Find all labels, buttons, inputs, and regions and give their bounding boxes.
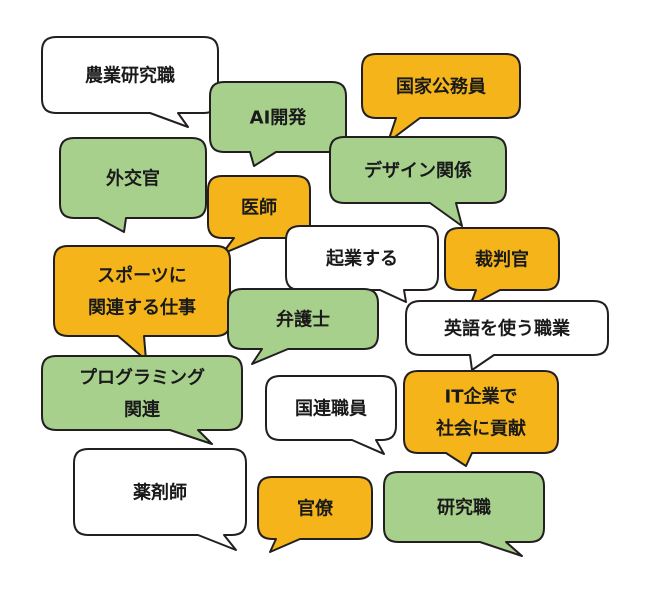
bubble-label: 国家公務員 [396, 75, 486, 97]
bubble-label: AI開発 [250, 106, 308, 128]
bubble-label: 医師 [241, 196, 277, 218]
speech-bubble-shape [59, 137, 207, 233]
speech-bubble-shape [227, 288, 379, 365]
speech-bubble-shape [403, 370, 559, 467]
bubble-label: 英語を使う職業 [443, 317, 571, 339]
bubble-lawyer: 弁護士 [227, 288, 379, 365]
bubble-label: 起業する [325, 247, 398, 269]
speech-bubble-shape [383, 471, 545, 557]
bubble-pharmacist: 薬剤師 [73, 448, 247, 551]
speech-bubble-shape [41, 36, 219, 128]
speech-bubble-shape [53, 245, 231, 361]
bubble-doctor: 医師 [207, 175, 311, 255]
speech-bubble-shape [329, 136, 507, 227]
bubble-label: デザイン関係 [364, 159, 472, 181]
bubble-agriculture-research: 農業研究職 [41, 36, 219, 128]
speech-bubble-shape [41, 355, 243, 445]
bubble-label: 関連する仕事 [88, 296, 196, 318]
bubble-label: 研究職 [437, 496, 491, 518]
speech-bubble-shape [265, 375, 397, 455]
bubble-label: IT企業で [445, 385, 518, 407]
speech-bubble-shape [405, 300, 609, 371]
bubble-label: プログラミング [79, 366, 205, 388]
bubble-start-business: 起業する [285, 225, 439, 303]
bubble-label: 外交官 [106, 167, 160, 189]
speech-bubble-shape [73, 448, 247, 551]
bubble-label: 弁護士 [276, 308, 330, 330]
bubble-label: 官僚 [297, 497, 334, 519]
bubble-label: 国連職員 [295, 397, 367, 419]
bubble-label: 社会に貢献 [436, 417, 526, 439]
bubble-research-job: 研究職 [383, 471, 545, 557]
bubble-bureaucrat: 官僚 [257, 476, 373, 553]
speech-bubble-shape [285, 225, 439, 303]
bubble-design-related: デザイン関係 [329, 136, 507, 227]
speech-bubble-shape [444, 227, 560, 307]
bubble-ai-development: AI開発 [209, 81, 347, 167]
bubble-label: 関連 [124, 398, 161, 420]
speech-bubble-shape [209, 81, 347, 167]
bubble-civil-servant: 国家公務員 [361, 53, 521, 143]
bubble-label: 薬剤師 [133, 481, 187, 503]
speech-bubble-shape [257, 476, 373, 553]
bubble-label: 裁判官 [475, 248, 529, 270]
bubble-judge: 裁判官 [444, 227, 560, 307]
speech-bubble-shape [207, 175, 311, 255]
speech-bubble-shape [361, 53, 521, 143]
bubble-label: 農業研究職 [85, 64, 175, 86]
bubble-english-job: 英語を使う職業 [405, 300, 609, 371]
bubble-diplomat: 外交官 [59, 137, 207, 233]
bubble-label: スポーツに [97, 264, 187, 286]
bubble-un-staff: 国連職員 [265, 375, 397, 455]
